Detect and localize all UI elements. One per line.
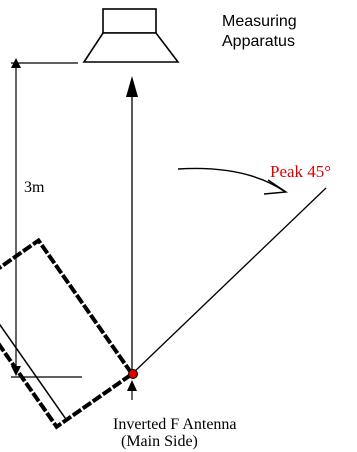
peak-direction-line xyxy=(131,187,327,375)
peak-label: Peak 45° xyxy=(270,162,331,181)
antenna-label-line1: Inverted F Antenna xyxy=(113,416,237,433)
main-axis-arrowhead xyxy=(126,76,138,97)
feed-point-icon xyxy=(128,369,138,379)
antenna-label-line2: (Main Side) xyxy=(121,433,198,450)
rotation-arrowhead xyxy=(263,179,289,195)
feed-pointer-arrowhead xyxy=(127,380,137,391)
apparatus-label-line2: Apparatus xyxy=(222,33,295,50)
apparatus-label-line1: Measuring xyxy=(222,13,297,30)
distance-label: 3m xyxy=(24,179,45,196)
device-outline xyxy=(0,237,135,430)
measuring-apparatus-icon xyxy=(82,8,180,63)
rotation-arrow xyxy=(177,167,285,192)
